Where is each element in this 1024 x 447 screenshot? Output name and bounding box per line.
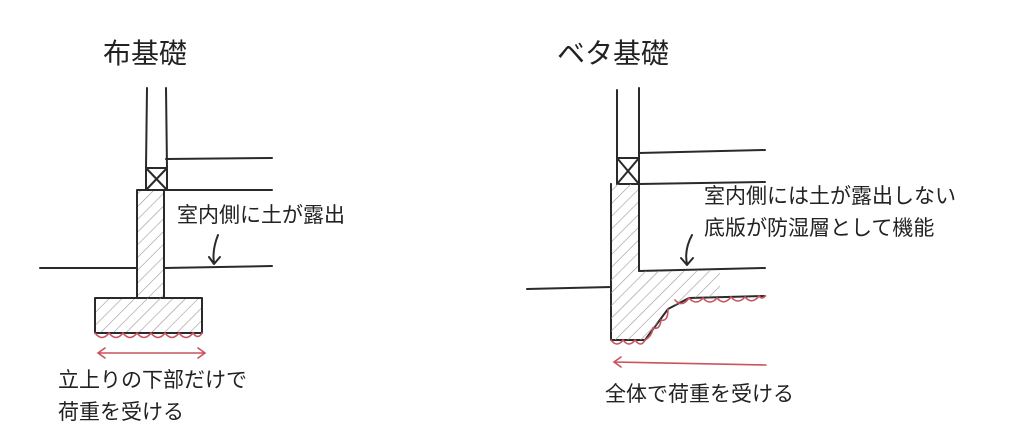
strip-floor-lines [165,157,273,191]
mat-slab-haunch [611,271,720,340]
strip-foundation-title: 布基礎 [103,37,188,70]
strip-footing [94,297,203,334]
strip-load-caption-line1: 立上りの下部だけで [58,368,247,392]
strip-stem-wall [136,189,165,299]
strip-load-double-arrow [96,347,207,359]
strip-foundation-note: 室内側に土が露出 [177,203,345,227]
mat-foundation-drawing [526,87,766,341]
strip-load-scallops [94,331,203,339]
mat-load-scallops [610,294,766,345]
mat-ground-line [526,286,612,290]
mat-stem-wall [611,184,639,271]
mat-foundation-note-line1: 室内側には土が露出しない [704,184,956,208]
strip-load-marks [94,331,207,359]
mat-wall-post [616,87,640,159]
mat-load-arrow [612,356,767,368]
strip-ground-line [39,265,273,269]
mat-foundation-note-line2: 底版が防湿層として機能 [704,216,935,240]
mat-note-arrow [680,234,694,266]
mat-load-marks [610,294,767,368]
strip-load-caption-line2: 荷重を受ける [58,400,184,424]
mat-foundation-title: ベタ基礎 [557,37,670,70]
strip-wall-post [145,87,168,169]
strip-foundation-drawing [39,87,273,334]
mat-load-caption: 全体で荷重を受ける [605,382,794,406]
strip-note-arrow [208,234,221,265]
mat-floor-lines [638,149,766,185]
